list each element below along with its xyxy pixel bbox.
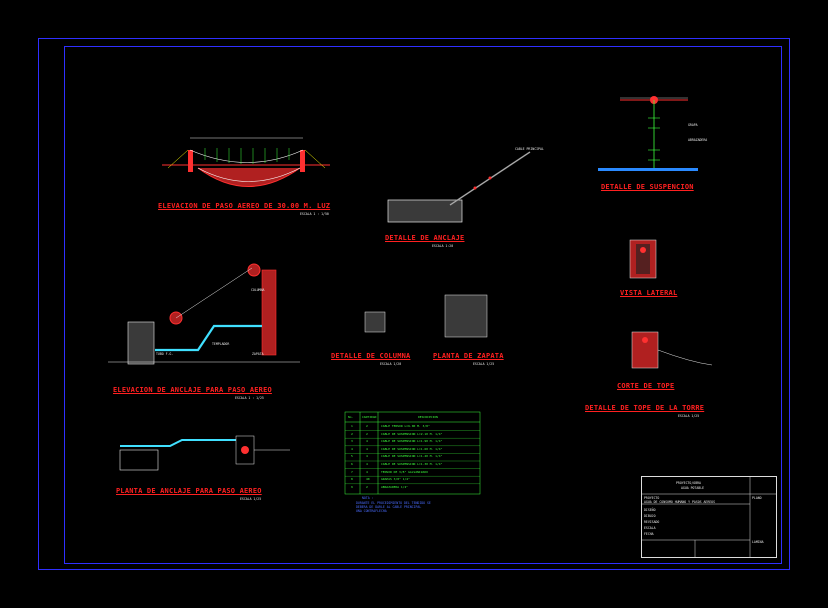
title-top-section: CORTE DE TOPE xyxy=(617,382,675,390)
legend-cell-cant: 4 xyxy=(366,469,368,474)
scale-note: ESCALA 1 : 1/50 xyxy=(300,212,329,216)
scale-note: ESCALA 1/25 xyxy=(240,497,262,501)
title-lateral-view: VISTA LATERAL xyxy=(620,289,678,297)
scale-note: ESCALA 1/25 xyxy=(678,414,700,418)
label-abrazadera: ABRAZADERA xyxy=(688,138,708,142)
label-columna: COLUMNA xyxy=(251,288,265,292)
legend-note-title: NOTA : xyxy=(362,496,374,500)
legend-cell-desc: TENSOR DE 3/8" GALVANIZADO xyxy=(381,469,428,474)
legend-note-line: DURANTE EL PROCEDIMIENTO DEL TENDIDO SE xyxy=(356,501,431,505)
legend-header-no: No. xyxy=(348,415,354,419)
label-templador: TEMPLADOR xyxy=(212,342,230,346)
legend-cell-desc: CABLE DE SUSPENSION L=2.10 M. 1/4" xyxy=(381,431,443,436)
suspension-detail-drawing xyxy=(598,96,698,171)
legend-cell-desc: CABLE DE SUSPENSION L=1.30 M. 1/4" xyxy=(381,462,443,466)
legend-cell-no: 2 xyxy=(351,431,353,436)
legend-cell-cant: 4 xyxy=(366,446,368,451)
scale-note: ESCALA 1:20 xyxy=(432,244,454,248)
legend-cell-no: 5 xyxy=(351,454,353,459)
title-anchor-detail: DETALLE DE ANCLAJE xyxy=(385,234,465,242)
legend-cell-desc: CABLE DE SUSPENSION L=1.60 M. 1/4" xyxy=(381,446,443,451)
tb-proyecto-label: PROYECTO xyxy=(644,496,660,500)
title-tower-top-detail: DETALLE DE TOPE DE LA TORRE xyxy=(585,404,705,412)
scale-note: ESCALA 1 : 1/25 xyxy=(235,396,264,400)
label-cable-principal: CABLE PRINCIPAL xyxy=(515,147,544,151)
label-zapata: ZAPATA xyxy=(252,352,264,356)
tb-row: REVISADO xyxy=(644,520,660,524)
legend-note-line: UNA CONTRAFLECHA xyxy=(356,509,387,513)
legend-cell-no: 6 xyxy=(351,462,353,466)
title-bridge-elevation: ELEVACION DE PASO AEREO DE 30.00 M. LUZ xyxy=(158,202,331,210)
legend-cell-cant: 2 xyxy=(366,424,368,428)
drawing-border-outer xyxy=(38,38,790,570)
legend-cell-cant: 2 xyxy=(366,484,368,489)
legend-header-cant: CANTIDAD xyxy=(362,415,377,419)
legend-cell-cant: 2 xyxy=(366,431,368,436)
legend-cell-desc: GRAPAS 3/8" 1/4" xyxy=(381,477,410,482)
legend-table-grid xyxy=(344,411,481,495)
title-block xyxy=(641,476,777,558)
tb-header-line2: AGUA POTABLE xyxy=(681,486,705,490)
tb-row: FECHA xyxy=(644,532,654,536)
anchor-detail-drawing xyxy=(387,151,531,223)
legend-cell-no: 9 xyxy=(351,484,353,489)
legend-cell-cant: 4 xyxy=(366,439,368,444)
anchor-plan-drawing xyxy=(119,435,290,471)
legend-note-line: DEBERA DE DARLE AL CABLE PRINCIPAL xyxy=(356,505,422,509)
tb-row: ESCALA xyxy=(644,526,656,530)
legend-cell-cant: 4 xyxy=(366,454,368,459)
legend-cell-no: 3 xyxy=(351,439,353,444)
anchor-elevation-drawing xyxy=(108,263,300,365)
legend-header-desc: DESCRIPCION xyxy=(418,415,438,419)
legend-cell-desc: CABLE DE SUSPENSION L=1.90 M. 1/4" xyxy=(381,439,443,444)
tb-plano-label: PLANO xyxy=(752,496,762,500)
label-tubo: TUBO F.G. xyxy=(156,352,174,356)
legend-cell-cant: 4 xyxy=(366,462,368,466)
tb-row: DIBUJO xyxy=(644,514,656,518)
legend-cell-no: 1 xyxy=(351,424,353,428)
label-grapa: GRAPA xyxy=(688,123,698,127)
legend-cell-no: 8 xyxy=(351,477,353,482)
legend-cell-desc: ABRAZADERA 1/2" xyxy=(381,484,409,489)
title-block-grid xyxy=(641,476,777,558)
column-detail-drawing xyxy=(364,311,386,333)
title-anchor-elevation: ELEVACION DE ANCLAJE PARA PASO AEREO xyxy=(113,386,272,394)
title-footing-plan: PLANTA DE ZAPATA xyxy=(433,352,504,360)
legend-cell-desc: CABLE DE SUSPENSION L=1.40 M. 1/4" xyxy=(381,454,443,459)
title-suspension-detail: DETALLE DE SUSPENCION xyxy=(601,183,694,191)
tb-proyecto-value: AGUA DE CONSUMO HUMANO Y PASOS AEREOS xyxy=(644,500,716,504)
lateral-view-drawing xyxy=(629,239,657,279)
scale-note: ESCALA 1/25 xyxy=(473,362,495,366)
drawing-border-inner xyxy=(64,46,782,564)
title-anchor-plan: PLANTA DE ANCLAJE PARA PASO AEREO xyxy=(116,487,262,495)
legend-cell-no: 7 xyxy=(351,469,353,474)
scale-note: ESCALA 1/20 xyxy=(380,362,402,366)
title-column-detail: DETALLE DE COLUMNA xyxy=(331,352,411,360)
legend-cell-desc: CABLE TENSOR L=6.00 M. 3/8" xyxy=(381,424,430,428)
footing-plan-drawing xyxy=(444,294,488,338)
tb-lamina-label: LAMINA xyxy=(752,540,764,544)
bridge-elevation-drawing xyxy=(162,137,330,187)
tb-row: DISEÑO xyxy=(644,508,656,512)
legend-cell-no: 4 xyxy=(351,446,353,451)
tb-header-line1: PROYECTO/OBRA xyxy=(676,481,701,485)
legend-cell-cant: 40 xyxy=(366,477,370,482)
top-section-drawing xyxy=(631,331,713,369)
